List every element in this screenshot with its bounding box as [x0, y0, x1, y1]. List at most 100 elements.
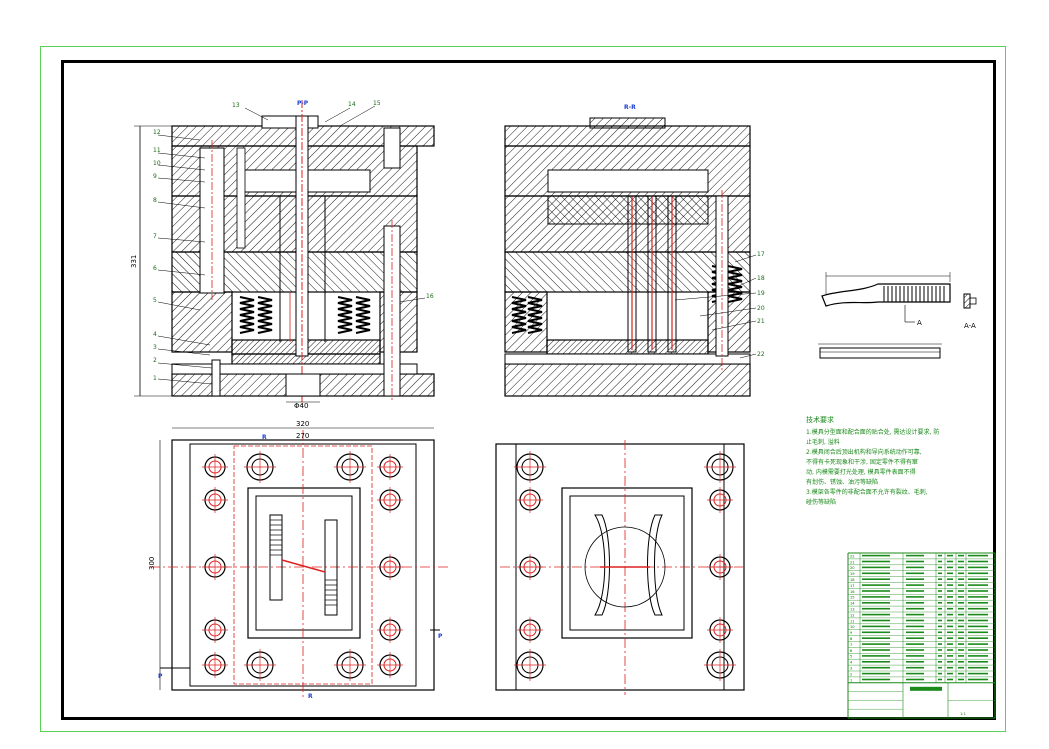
height-dimension: 331	[130, 255, 138, 268]
part-numbers-left: 12 11 10 9 8 7 6 5 4 3 2 1 13 14 15 16	[153, 100, 434, 382]
bom-cell-text	[862, 554, 890, 557]
bom-cell-text	[862, 672, 890, 675]
bom-row-number: 17	[850, 584, 855, 588]
bom-cell-text	[938, 584, 942, 586]
bom-cell-text	[958, 666, 964, 669]
bom-cell-text	[968, 607, 988, 610]
tech-line: 2.模具闭合后顶出机构和导向系统动作可靠,	[806, 448, 922, 456]
bom-cell-text	[862, 613, 890, 616]
bom-cell-text	[906, 637, 924, 639]
part-number: 3	[153, 344, 157, 351]
plan-view-fixed	[495, 440, 745, 695]
bom-cell-text	[938, 613, 942, 616]
section-label-aa: A-A	[964, 322, 976, 330]
bom-row-number: 3	[850, 667, 852, 671]
part-number: 14	[348, 101, 356, 108]
bom-cell-text	[968, 560, 988, 563]
bom-row-number: 21	[850, 560, 855, 564]
bom-row-number: 1	[850, 678, 852, 682]
bom-cell-text	[958, 602, 964, 604]
part-number: 6	[153, 265, 157, 272]
part-number: 15	[373, 100, 381, 107]
drawing-frame	[61, 60, 996, 720]
bom-cell-text	[862, 578, 890, 580]
bom-cell-text	[947, 566, 953, 569]
bom-cell-text	[958, 590, 964, 592]
bom-cell-text	[947, 560, 953, 563]
bom-cell-text	[906, 578, 924, 580]
bom-cell-text	[968, 678, 988, 681]
bom-cell-text	[862, 602, 890, 604]
bom-cell-text	[947, 655, 953, 657]
bom-cell-text	[968, 578, 988, 580]
section-arrow-label: A	[917, 319, 922, 327]
bom-cell-text	[958, 625, 964, 628]
bom-cell-text	[862, 590, 890, 592]
tech-line: 1.模具分型面和配合面的贴合处, 需达设计要求, 防	[806, 428, 939, 436]
part-number: 4	[153, 331, 157, 338]
bom-cell-text	[938, 560, 942, 563]
bom-cell-text	[938, 672, 942, 675]
bom-row-number: 9	[850, 631, 853, 635]
bom-cell-text	[862, 678, 890, 681]
bom-cell-text	[947, 602, 953, 604]
tech-title: 技术要求	[806, 415, 834, 424]
bom-cell-text	[947, 578, 953, 580]
part-number: 10	[153, 160, 161, 167]
tech-line: 动, 内模需要打光处理, 模具零件表面不得	[806, 468, 916, 476]
bom-cell-text	[906, 625, 924, 628]
bom-cell-text	[958, 637, 964, 639]
bom-cell-text	[958, 613, 964, 616]
bom-row-number: 4	[850, 661, 853, 665]
bom-cell-text	[968, 602, 988, 604]
section-label-side: R-R	[624, 104, 636, 111]
part-number: 8	[153, 197, 157, 204]
part-number: 12	[153, 129, 161, 136]
bom-cell-text	[947, 590, 953, 592]
bom-cell-text	[938, 655, 942, 657]
tech-line: 碰伤等缺陷	[806, 498, 836, 506]
part-number: 2	[153, 357, 157, 364]
bom-row-number: 15	[850, 596, 855, 600]
bom-row-number: 10	[850, 625, 855, 629]
bom-cell-text	[968, 596, 988, 598]
plan-width-outer: 320	[296, 420, 309, 428]
part-number: 7	[153, 233, 157, 240]
bom-cell-text	[958, 554, 964, 557]
bom-cell-text	[947, 643, 953, 645]
bom-cell-text	[958, 661, 964, 663]
bom-cell-text	[968, 666, 988, 669]
part-number: 21	[757, 318, 765, 325]
bom-cell-text	[947, 678, 953, 681]
bom-cell-text	[938, 602, 942, 604]
bom-row-number: 11	[850, 619, 855, 623]
bom-cell-text	[947, 572, 953, 575]
plan-width-inner: 270	[296, 432, 309, 440]
bom-cell-text	[947, 619, 953, 622]
part-number: 20	[757, 305, 765, 312]
bom-cell-text	[906, 661, 924, 663]
bom-cell-text	[947, 584, 953, 586]
section-marker-r: R	[262, 434, 267, 441]
plan-view-moving: 320 270 300 P P R R	[148, 420, 450, 700]
bom-cell-text	[938, 666, 942, 669]
bom-cell-text	[938, 590, 942, 592]
bom-cell-text	[906, 590, 924, 592]
bom-cell-text	[862, 625, 890, 628]
bom-cell-text	[906, 666, 924, 669]
bom-cell-text	[938, 631, 942, 634]
bom-row-number: 2	[850, 672, 852, 676]
bom-cell-text	[958, 572, 964, 575]
bom-cell-text	[906, 584, 924, 586]
bom-cell-text	[906, 631, 924, 634]
bom-cell-text	[968, 649, 988, 651]
bom-cell-text	[947, 596, 953, 598]
leaders-left	[157, 105, 426, 385]
bom-cell-text	[968, 613, 988, 616]
part-number: 17	[757, 251, 765, 258]
tech-line: 止毛刺, 溢料	[806, 438, 840, 446]
bom-cell-text	[958, 631, 964, 634]
part-number: 19	[757, 290, 765, 297]
